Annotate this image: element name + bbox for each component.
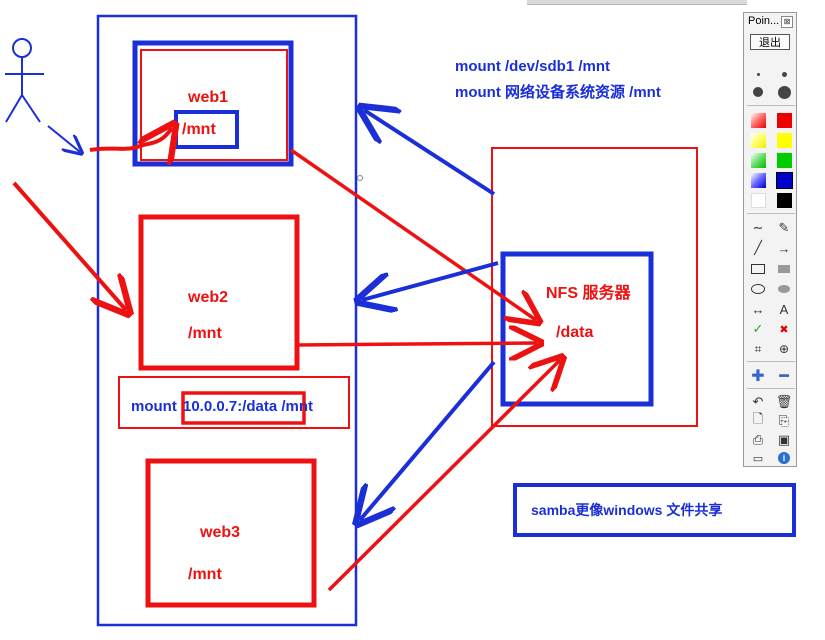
cross-icon[interactable]: ✖	[779, 323, 789, 336]
exit-button[interactable]: 退出	[750, 34, 790, 50]
save-icon[interactable]: ▣	[777, 432, 791, 447]
rectangle-icon[interactable]	[748, 260, 768, 278]
screen-icon[interactable]: ▭	[752, 452, 764, 465]
white-swatch[interactable]	[748, 191, 768, 209]
mount-prefix: mount	[131, 398, 177, 415]
copy-icon[interactable]: ⎘	[778, 413, 790, 428]
large-dot-icon[interactable]	[748, 83, 768, 101]
web2-box	[138, 214, 300, 371]
xlarge-dot-icon[interactable]	[774, 83, 794, 101]
red-pen-swatch[interactable]	[774, 111, 794, 129]
mount-command-box	[118, 376, 350, 429]
mount-command: mount 10.0.0.7:/data /mnt	[131, 398, 313, 415]
arrow-icon[interactable]: →	[777, 240, 791, 256]
web3-box	[145, 458, 317, 608]
web1-mnt-label: /mnt	[182, 121, 216, 138]
web1-box-outer	[132, 40, 294, 167]
toolbar-title: Poin...	[748, 15, 780, 27]
filled-ellipse-icon[interactable]	[774, 280, 794, 298]
user-figure	[5, 38, 44, 123]
filled-rectangle-icon[interactable]	[774, 260, 794, 278]
mount-source-highlight	[181, 391, 306, 425]
new-page-icon[interactable]: 🗋	[752, 411, 764, 426]
small-dot-icon[interactable]	[748, 65, 768, 83]
nfs-to-web3-arrow	[360, 360, 496, 520]
freehand-icon[interactable]: ∼	[752, 220, 764, 235]
web2-label: web2	[188, 289, 229, 306]
checkmark-icon[interactable]: ✓	[752, 321, 764, 336]
samba-note: samba更像windows 文件共享	[531, 502, 723, 518]
red-highlighter-swatch[interactable]	[748, 111, 768, 129]
mount-target: /mnt	[281, 398, 314, 415]
nfs-server-outer	[491, 147, 698, 427]
info-icon[interactable]: i	[774, 449, 794, 467]
web1-to-nfs-arrow	[290, 148, 536, 320]
black-swatch[interactable]	[774, 191, 794, 209]
zoom-in-icon[interactable]: ✚	[751, 368, 765, 385]
web2-mnt-label: /mnt	[188, 325, 222, 342]
line-icon[interactable]: ╱	[754, 240, 762, 255]
medium-dot-icon[interactable]	[774, 65, 794, 83]
nfs-server-title: NFS 服务器	[546, 285, 631, 302]
web3-mnt-label: /mnt	[188, 566, 222, 583]
note-mount-network: mount 网络设备系统资源 /mnt	[455, 84, 661, 101]
cursor-mark	[357, 175, 363, 181]
blue-pen-swatch[interactable]	[774, 171, 794, 189]
user-to-web2-arrow	[12, 181, 126, 310]
window-edge-strip	[527, 0, 747, 5]
close-icon[interactable]: ⊠	[781, 16, 793, 28]
zoom-out-icon[interactable]: ━	[779, 368, 789, 385]
web2-to-nfs-arrow	[296, 343, 537, 345]
mount-source: 10.0.0.7:/data	[183, 398, 278, 415]
web3-to-nfs-arrow	[327, 360, 560, 592]
web1-label: web1	[188, 89, 229, 106]
yellow-pen-swatch[interactable]	[774, 131, 794, 149]
zoom-icon[interactable]: ⊕	[778, 342, 790, 356]
trash-icon[interactable]: 🗑	[775, 394, 793, 409]
user-arrow	[47, 125, 80, 152]
nfs-to-web2-arrow	[362, 261, 499, 300]
note-mount-disk: mount /dev/sdb1 /mnt	[455, 58, 611, 75]
pointofix-toolbar[interactable]: Poin... ⊠ 退出 ∼ ✎ ╱ →	[743, 12, 797, 467]
ellipse-icon[interactable]	[748, 280, 768, 298]
pencil-icon[interactable]: ✎	[778, 220, 790, 235]
user-to-web1-path	[89, 128, 172, 150]
print-icon[interactable]: ⎙	[752, 432, 764, 447]
green-pen-swatch[interactable]	[774, 151, 794, 169]
nfs-to-web1-arrow	[364, 110, 496, 196]
web1-box-inner	[140, 49, 288, 161]
web3-label: web3	[200, 524, 241, 541]
nfs-data-label: /data	[556, 324, 594, 341]
yellow-highlighter-swatch[interactable]	[748, 131, 768, 149]
samba-note-box	[513, 483, 796, 537]
crop-icon[interactable]: ⌗	[754, 341, 762, 356]
double-arrow-icon[interactable]: ↔	[751, 301, 765, 317]
blue-highlighter-swatch[interactable]	[748, 171, 768, 189]
undo-icon[interactable]: ↶	[752, 394, 764, 409]
text-tool-icon[interactable]: A	[779, 301, 789, 317]
green-highlighter-swatch[interactable]	[748, 151, 768, 169]
nfs-server-inner	[500, 251, 654, 407]
